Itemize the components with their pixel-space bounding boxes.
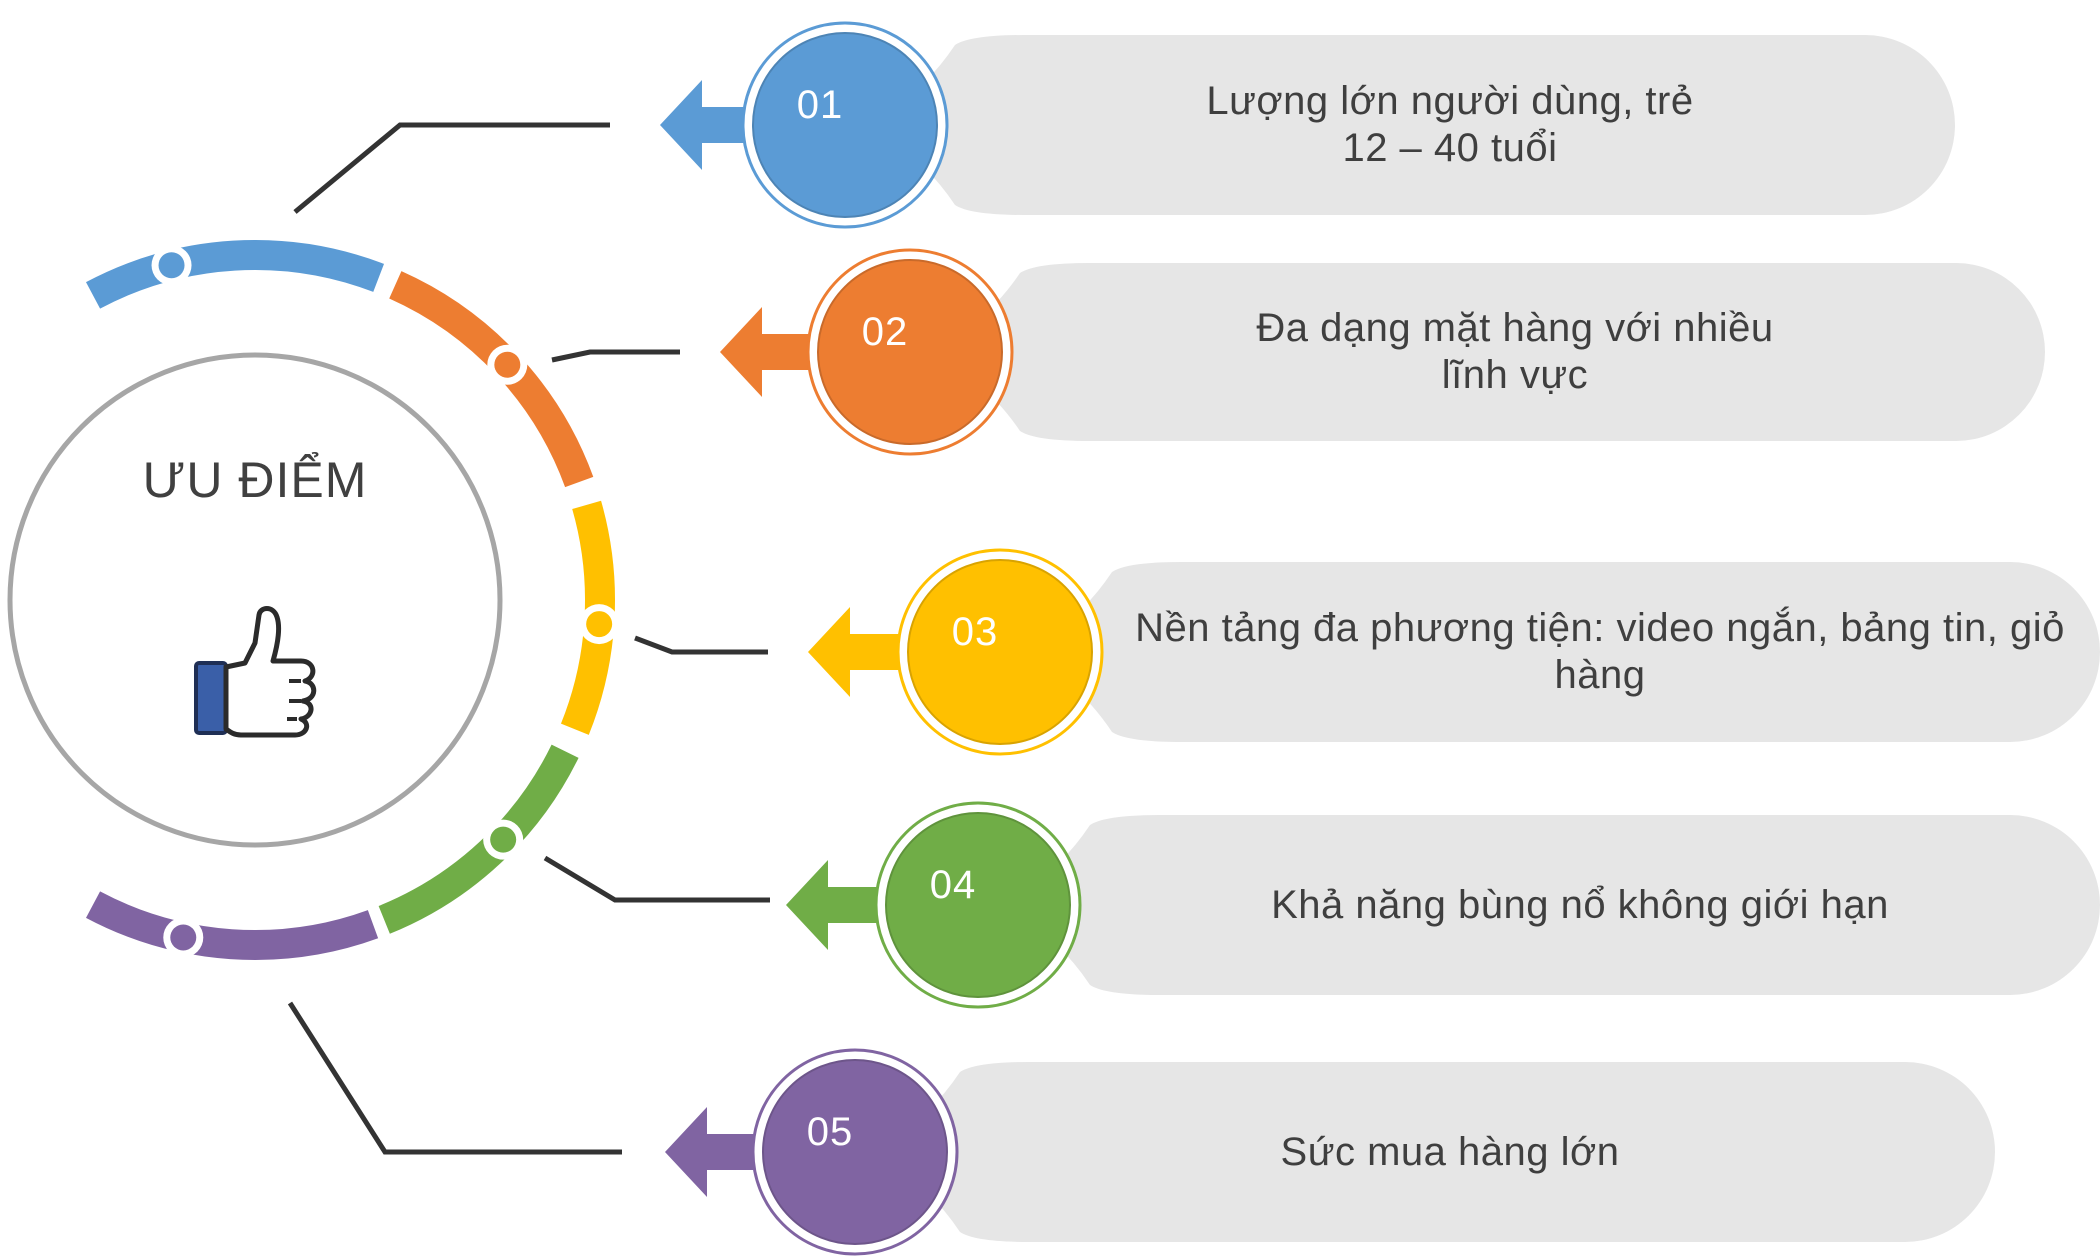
badge-number-02: 02 [861,309,909,354]
badge-02 [817,259,1003,445]
thumbs-up-icon [194,606,317,738]
badge-01 [752,32,938,218]
connector-line-05 [287,1001,622,1155]
item-label-03-line-1: Nền tảng đa phương tiện: video ngắn, bản… [1135,606,2065,650]
ring-arc-01 [85,240,385,309]
item-label-04-line-1: Khả năng bùng nổ không giới hạn [1271,882,1889,927]
connector-line-03 [634,635,768,655]
badge-03 [907,559,1093,745]
thumb-hand [223,606,317,738]
item-label-01-line-1: Lượng lớn người dùng, trẻ [1206,79,1694,123]
badge-number-03: 03 [951,609,999,654]
center-title: ƯU ĐIỂM [142,452,368,508]
item-label-05: Sức mua hàng lớn [1060,1062,1840,1242]
item-label-04: Khả năng bùng nổ không giới hạn [1170,815,1990,995]
item-label-03: Nền tảng đa phương tiện: video ngắn, bản… [1110,562,2090,742]
badge-04 [885,812,1071,998]
badge-number-01: 01 [796,82,844,127]
arrow-02 [720,307,850,397]
center-ring [7,352,503,848]
dot-layer [151,245,620,958]
ring-dot-02 [494,351,521,378]
center-circle [7,352,503,848]
bubble-01 [855,35,1955,215]
ring-dot-03 [586,611,613,638]
arrow-03 [808,607,940,697]
item-label-01-line-2: 12 – 40 tuổi [1342,126,1558,170]
arrow-01 [660,80,785,170]
badge-number-05: 05 [806,1109,854,1154]
bubble-03 [1012,562,2100,742]
badge-05 [762,1059,948,1245]
bubble-02 [920,263,2045,441]
item-label-05-line-1: Sức mua hàng lớn [1280,1129,1620,1174]
bubble-05 [860,1062,1995,1242]
item-label-02-line-2: lĩnh vực [1441,353,1589,397]
connector-line-01 [293,122,610,214]
connector-line-04 [543,855,770,903]
connector-layer [287,122,770,1155]
item-label-03-line-2: hàng [1554,653,1646,697]
ring-dot-05 [170,924,197,951]
arrow-05 [665,1107,795,1197]
bubble-layer [855,35,2100,1242]
badge-number-04: 04 [929,862,977,907]
badge-layer [660,21,1104,1256]
item-label-02-line-1: Đa dạng mặt hàng với nhiều [1256,306,1774,350]
arrow-04 [786,860,918,950]
ring-dot-04 [490,826,517,853]
connector-line-02 [551,349,680,363]
thumb-cuff [194,661,228,735]
ring-arc-05 [85,891,379,960]
ring-dot-01 [158,252,185,279]
bubble-04 [990,815,2100,995]
